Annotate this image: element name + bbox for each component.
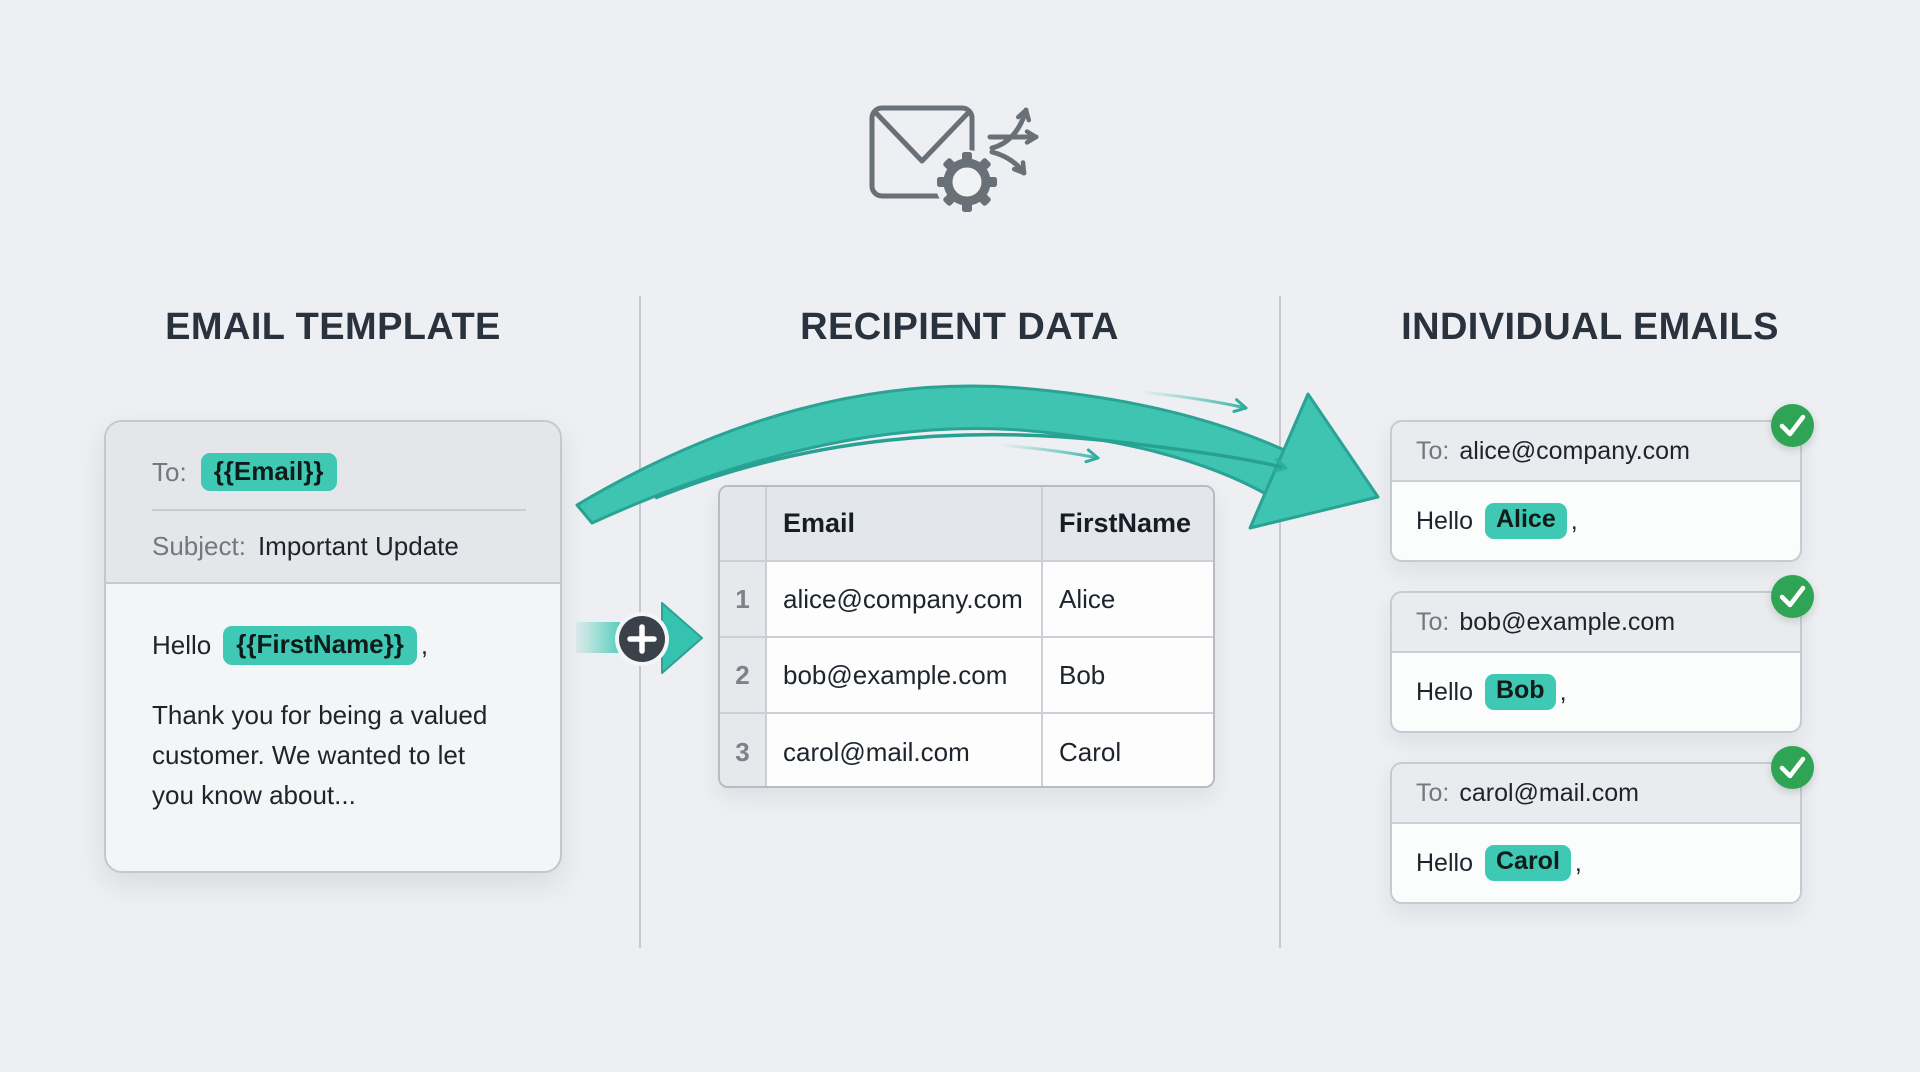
template-greeting: Hello {{FirstName}} ,: [152, 626, 530, 665]
plus-icon: [619, 616, 665, 662]
template-body-text: Thank you for being a valued customer. W…: [152, 695, 530, 815]
subject-value: Important Update: [257, 530, 459, 561]
heading-email-template: EMAIL TEMPLATE: [165, 306, 501, 348]
row-number: 3: [720, 714, 767, 786]
email-card-bob: To: bob@example.com Hello Bob ,: [1390, 575, 1814, 733]
heading-recipient-data: RECIPIENT DATA: [800, 306, 1119, 348]
table-cell-email: alice@company.com: [767, 562, 1043, 638]
plus-icon-halo: [615, 612, 669, 666]
email-card-alice: To: alice@company.com Hello Alice ,: [1390, 404, 1814, 562]
merge-node: [576, 602, 703, 674]
row-number: 2: [720, 638, 767, 714]
gear-icon: [937, 152, 997, 212]
merged-name-chip: Alice: [1484, 503, 1567, 539]
email-card-body: Hello Carol ,: [1392, 824, 1800, 902]
template-to-row: To: {{Email}}: [152, 448, 530, 496]
template-card-body: Hello {{FirstName}} , Thank you for bein…: [106, 584, 560, 815]
small-arrow-icon: [998, 443, 1100, 464]
template-card-header: To: {{Email}} Subject: Important Update: [106, 422, 560, 584]
recipient-table: Email FirstName 1 alice@company.com Alic…: [718, 485, 1215, 788]
greeting-prefix: Hello: [1416, 677, 1473, 706]
table-cell-email: carol@mail.com: [767, 714, 1043, 786]
table-cell-firstname: Bob: [1043, 638, 1213, 714]
to-label: To:: [1416, 436, 1450, 465]
check-icon: [1771, 746, 1814, 789]
table-cell-firstname: Alice: [1043, 562, 1213, 638]
greeting-suffix: ,: [1574, 848, 1582, 877]
table-cell-firstname: Carol: [1043, 714, 1213, 786]
email-card-header: To: bob@example.com: [1392, 593, 1800, 653]
column-header-firstname: FirstName: [1043, 487, 1213, 562]
greeting-suffix: ,: [1559, 677, 1567, 706]
body-line: Thank you for being a valued: [152, 699, 488, 730]
greeting-suffix: ,: [420, 629, 429, 660]
gear-backdrop: [935, 150, 999, 214]
email-address: carol@mail.com: [1459, 778, 1639, 807]
table-cell-email: bob@example.com: [767, 638, 1043, 714]
row-number: 1: [720, 562, 767, 638]
body-line: customer. We wanted to let: [152, 739, 466, 770]
merged-name-chip: Carol: [1484, 845, 1571, 881]
template-subject-row: Subject: Important Update: [152, 522, 530, 570]
subject-label: Subject:: [152, 530, 246, 561]
envelope-icon: [869, 105, 975, 199]
email-template-card: To: {{Email}} Subject: Important Update …: [104, 420, 562, 873]
to-label: To:: [152, 456, 187, 487]
to-label: To:: [1416, 607, 1450, 636]
column-header-email: Email: [767, 487, 1043, 562]
heading-individual-emails: INDIVIDUAL EMAILS: [1401, 306, 1779, 348]
greeting-prefix: Hello: [1416, 848, 1473, 877]
body-line: you know about...: [152, 779, 356, 810]
email-card-header: To: alice@company.com: [1392, 422, 1800, 482]
corner-header-cell: [720, 487, 767, 562]
header-divider: [152, 509, 526, 511]
check-icon: [1771, 575, 1814, 618]
email-card-body: Hello Bob ,: [1392, 653, 1800, 731]
email-card-header: To: carol@mail.com: [1392, 764, 1800, 824]
to-label: To:: [1416, 778, 1450, 807]
email-placeholder-chip: {{Email}}: [200, 452, 337, 492]
greeting-suffix: ,: [1570, 506, 1578, 535]
check-icon: [1771, 404, 1814, 447]
greeting-prefix: Hello: [152, 629, 212, 660]
envelope-gear-fanout-icon: [869, 105, 1039, 214]
email-address: bob@example.com: [1459, 607, 1676, 636]
merged-name-chip: Bob: [1484, 674, 1556, 710]
email-card-body: Hello Alice ,: [1392, 482, 1800, 560]
firstname-placeholder-chip: {{FirstName}}: [223, 626, 417, 665]
greeting-prefix: Hello: [1416, 506, 1473, 535]
email-card-carol: To: carol@mail.com Hello Carol ,: [1390, 746, 1814, 904]
email-address: alice@company.com: [1459, 436, 1690, 465]
small-arrow-icon: [1140, 390, 1248, 413]
